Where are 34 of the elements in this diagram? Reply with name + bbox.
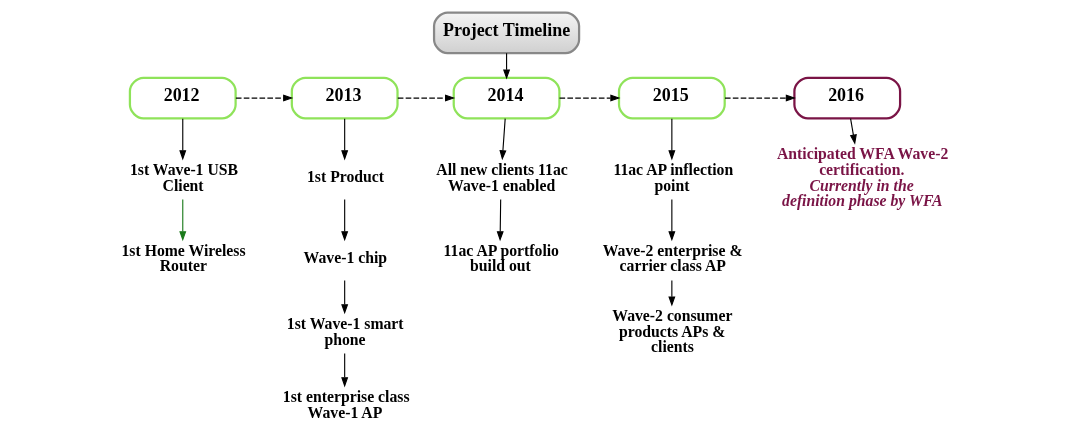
arrow xyxy=(396,94,455,102)
arrow xyxy=(723,94,796,102)
arrow xyxy=(667,118,675,161)
node-text: 1st enterprise class Wave-1 AP xyxy=(282,387,410,421)
node-box: 2014 xyxy=(452,76,561,120)
arrow xyxy=(234,94,293,102)
arrow xyxy=(178,199,186,242)
arrow xyxy=(340,199,348,242)
arrow xyxy=(558,94,620,102)
node-text: 1st Wave-1 smart phone xyxy=(286,314,404,348)
node-text: Wave-2 enterprise & carrier class AP xyxy=(602,241,743,275)
node-box: 2012 xyxy=(128,76,237,120)
node-text: 11ac AP portfolio build out xyxy=(443,241,559,275)
node-text: 1st Product xyxy=(306,168,384,186)
arrow xyxy=(667,199,675,242)
node-box: 2015 xyxy=(617,76,726,120)
arrow xyxy=(340,279,348,315)
arrow xyxy=(340,118,348,161)
node-text: Anticipated WFA Wave-2 certification. Currently in the definition phase by WFA xyxy=(776,145,948,210)
node-text: Wave-1 chip xyxy=(303,249,387,267)
node-text: All new clients 11ac Wave-1 enabled xyxy=(435,160,568,194)
node-box: Project Timeline xyxy=(432,11,580,55)
node-box: 2013 xyxy=(290,76,399,120)
arrow xyxy=(496,199,504,242)
arrow xyxy=(667,279,675,307)
arrow xyxy=(340,353,348,388)
node-text: Wave-2 consumer products APs & clients xyxy=(611,306,732,356)
node-text: 11ac AP inflection point xyxy=(612,160,733,194)
arrow xyxy=(178,118,186,161)
node-text: 1st Wave-1 USB Client xyxy=(129,160,238,194)
node-box: 2016 xyxy=(792,76,901,120)
arrow xyxy=(498,118,506,161)
node-text: 1st Home Wireless Router xyxy=(120,241,246,275)
arrow xyxy=(849,118,857,145)
